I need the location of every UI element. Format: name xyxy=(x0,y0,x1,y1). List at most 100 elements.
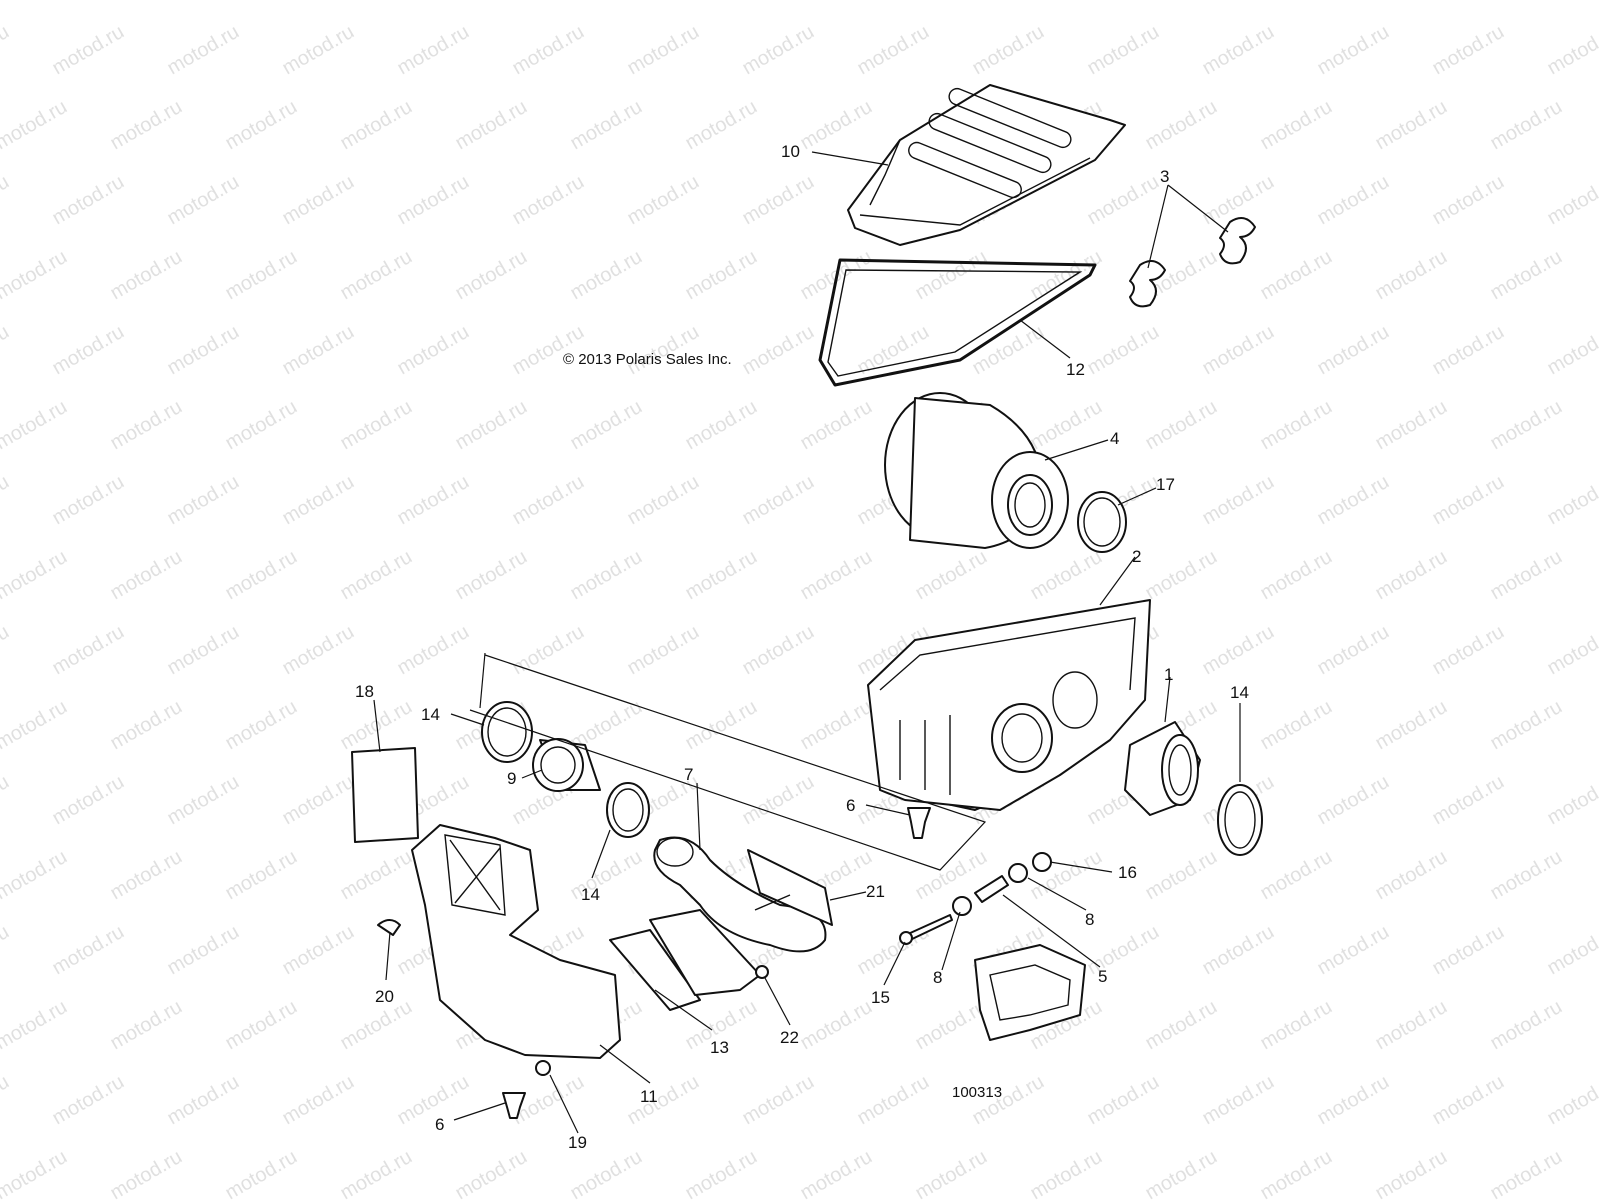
watermark-text: motod.ru xyxy=(1429,1071,1508,1130)
watermark-text: motod.ru xyxy=(1142,996,1221,1055)
watermark-text: motod.ru xyxy=(164,621,243,680)
watermark-text: motod.ru xyxy=(107,1146,186,1200)
watermark-text: motod.ru xyxy=(1027,246,1106,305)
watermark-text: motod.ru xyxy=(164,321,243,380)
watermark-text: motod.ru xyxy=(0,171,13,230)
watermark-text: motod.ru xyxy=(1142,846,1221,905)
watermark-text: motod.ru xyxy=(1487,1146,1566,1200)
watermark-text: motod.ru xyxy=(1372,1146,1451,1200)
part-20-fastener xyxy=(377,919,401,936)
part-8-bushing-lower xyxy=(952,896,972,916)
watermark-text: motod.ru xyxy=(222,0,301,4)
watermark-text: motod.ru xyxy=(337,846,416,905)
watermark-text: motod.ru xyxy=(49,171,128,230)
callout-numbers: 10 3 12 4 17 2 1 14 18 14 9 7 6 14 21 16… xyxy=(355,142,1249,1152)
watermark-text: motod.ru xyxy=(1027,396,1106,455)
watermark-text: motod.ru xyxy=(797,396,876,455)
watermark-text: motod.ru xyxy=(279,921,358,980)
watermark-text: motod.ru xyxy=(0,321,13,380)
watermark-text: motod.ru xyxy=(1257,996,1336,1055)
watermark-text: motod.ru xyxy=(0,771,13,830)
watermark-text: motod.ru xyxy=(912,546,991,605)
watermark-text: motod.ru xyxy=(394,321,473,380)
watermark-text: motod.ru xyxy=(452,396,531,455)
watermark-text: motod.ru xyxy=(1487,96,1566,155)
watermark-text: motod.ru xyxy=(567,0,646,4)
part-6-grommet-lower xyxy=(502,1092,526,1119)
callout-1: 1 xyxy=(1164,665,1173,684)
watermark-text: motod.ru xyxy=(567,246,646,305)
watermark-text: motod.ru xyxy=(337,696,416,755)
hardware-group xyxy=(899,852,1052,945)
part-18-filter-pad xyxy=(351,747,419,843)
part-11-intake-housing xyxy=(411,824,621,1059)
callout-15: 15 xyxy=(871,988,890,1007)
watermark-text: motod.ru xyxy=(854,1071,933,1130)
watermark-text: motod.ru xyxy=(337,396,416,455)
callout-17: 17 xyxy=(1156,475,1175,494)
watermark-text: motod.ru xyxy=(0,0,71,4)
copyright-text: © 2013 Polaris Sales Inc. xyxy=(563,351,732,368)
watermark-text: motod.ru xyxy=(49,771,128,830)
watermark-text: motod.ru xyxy=(1487,0,1566,4)
callout-5: 5 xyxy=(1098,967,1107,986)
callout-21: 21 xyxy=(866,882,885,901)
callout-7: 7 xyxy=(684,765,693,784)
watermark-text: motod.ru xyxy=(0,1071,13,1130)
part-12-seal xyxy=(818,258,1097,387)
watermark-text: motod.ru xyxy=(1314,921,1393,980)
watermark-text: motod.ru xyxy=(337,0,416,4)
part-14-clamp-right xyxy=(1217,784,1263,856)
watermark-text: motod.ru xyxy=(682,1146,761,1200)
watermark-text: motod.ru xyxy=(797,696,876,755)
watermark-text: motod.ru xyxy=(1544,171,1600,230)
callout-9: 9 xyxy=(507,769,516,788)
watermark-text: motod.ru xyxy=(739,621,818,680)
watermark-text: motod.ru xyxy=(1544,621,1600,680)
watermark-text: motod.ru xyxy=(509,621,588,680)
watermark-text: motod.ru xyxy=(222,846,301,905)
watermark-text: motod.ru xyxy=(0,21,13,80)
watermark-text: motod.ru xyxy=(107,846,186,905)
watermark-text: motod.ru xyxy=(1487,696,1566,755)
watermark-text: motod.ru xyxy=(624,21,703,80)
watermark-text: motod.ru xyxy=(0,621,13,680)
callout-8-right: 8 xyxy=(1085,910,1094,929)
watermark-text: motod.ru xyxy=(912,1146,991,1200)
part-7-intake-duct xyxy=(653,836,827,953)
part-21-label xyxy=(747,849,833,926)
callout-22: 22 xyxy=(780,1028,799,1047)
watermark-text: motod.ru xyxy=(567,396,646,455)
watermark-text: motod.ru xyxy=(1257,546,1336,605)
watermark-text: motod.ru xyxy=(1314,621,1393,680)
watermark-text: motod.ru xyxy=(452,1146,531,1200)
callout-11: 11 xyxy=(640,1087,658,1106)
watermark-text: motod.ru xyxy=(509,21,588,80)
watermark-text: motod.ru xyxy=(1544,771,1600,830)
watermark-text: motod.ru xyxy=(1429,171,1508,230)
watermark-text: motod.ru xyxy=(1199,921,1278,980)
watermark-text: motod.ru xyxy=(1314,471,1393,530)
leader-lines xyxy=(373,151,1241,1134)
watermark-text: motod.ru xyxy=(107,246,186,305)
watermark-text: motod.ru xyxy=(1199,471,1278,530)
watermark-text: motod.ru xyxy=(1429,321,1508,380)
watermark-text: motod.ru xyxy=(49,471,128,530)
watermark-text: motod.ru xyxy=(164,21,243,80)
callout-19: 19 xyxy=(568,1133,587,1152)
watermark-text: motod.ru xyxy=(1429,621,1508,680)
part-16-nut xyxy=(1032,852,1052,872)
callout-6-lower: 6 xyxy=(435,1115,444,1134)
watermark-text: motod.ru xyxy=(912,0,991,4)
watermark-text: motod.ru xyxy=(509,471,588,530)
watermark-text: motod.ru xyxy=(1084,21,1163,80)
watermark-text: motod.ru xyxy=(1314,1071,1393,1130)
watermark-text: motod.ru xyxy=(797,546,876,605)
watermark-text: motod.ru xyxy=(1544,921,1600,980)
watermark-text: motod.ru xyxy=(624,471,703,530)
callout-13: 13 xyxy=(710,1038,729,1057)
callout-18: 18 xyxy=(355,682,374,701)
watermark-text: motod.ru xyxy=(222,396,301,455)
watermark-text: motod.ru xyxy=(452,246,531,305)
watermark-text: motod.ru xyxy=(1314,321,1393,380)
